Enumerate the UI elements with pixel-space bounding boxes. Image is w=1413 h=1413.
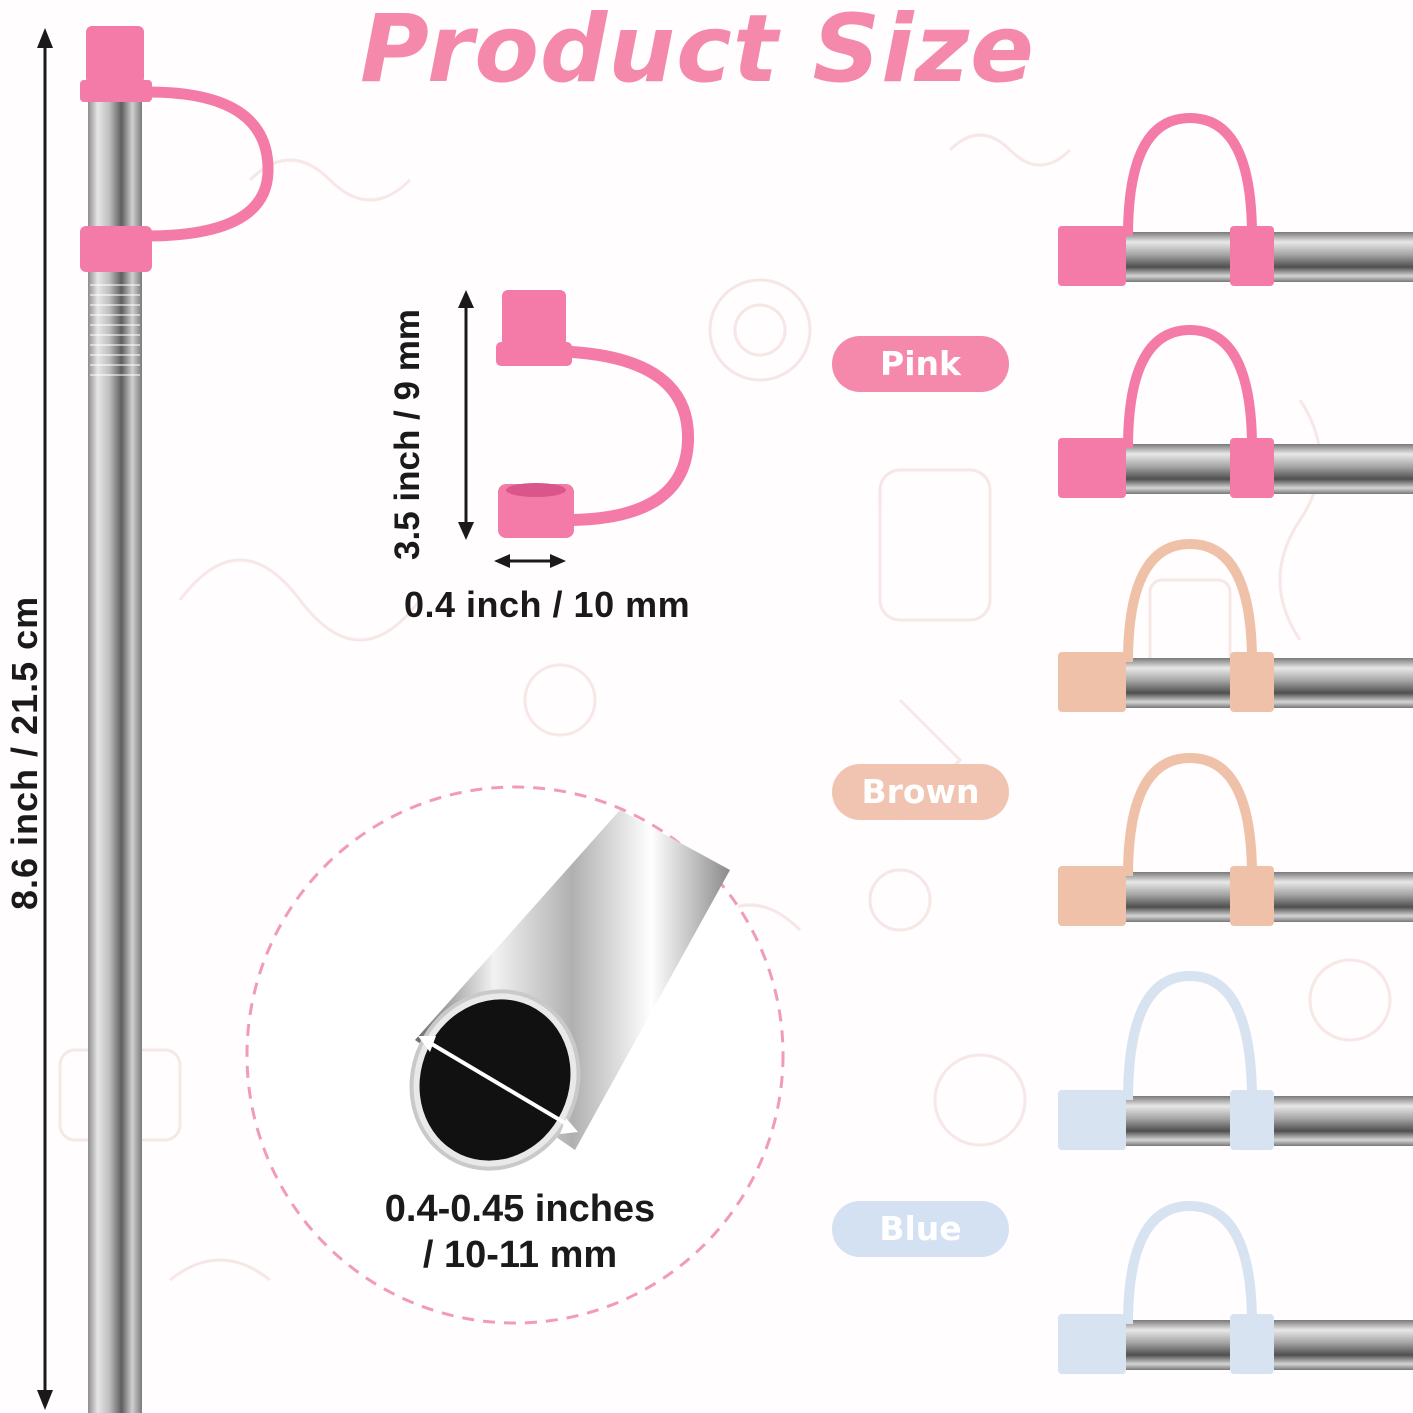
color-pill-pink: Pink <box>832 336 1009 392</box>
cap-height-arrow <box>458 290 474 540</box>
color-pill-blue: Blue <box>832 1201 1009 1257</box>
tube-closeup <box>409 810 730 1171</box>
sample-brown-2 <box>1058 752 1413 926</box>
diameter-label: 0.4-0.45 inches / 10-11 mm <box>330 1186 710 1278</box>
page-title: Product Size <box>360 0 1035 104</box>
sample-pink-2 <box>1058 324 1413 498</box>
straw-length-arrow <box>37 28 53 1410</box>
cap-detail-pink <box>496 290 695 538</box>
cap-height-label: 3.5 inch / 9 mm <box>388 309 427 560</box>
straw-length-label: 8.6 inch / 21.5 cm <box>4 595 45 910</box>
diameter-label-line2: / 10-11 mm <box>422 1234 618 1276</box>
sample-blue-2 <box>1058 1200 1413 1374</box>
straw-cap-pink <box>80 26 274 272</box>
color-pill-brown: Brown <box>832 764 1009 820</box>
sample-pink-1 <box>1058 112 1413 286</box>
diameter-label-line1: 0.4-0.45 inches <box>384 1188 656 1230</box>
straw-body <box>88 90 142 1413</box>
sample-brown-1 <box>1058 538 1413 712</box>
sample-blue-1 <box>1058 970 1413 1150</box>
cap-width-label: 0.4 inch / 10 mm <box>404 584 691 625</box>
cap-width-arrow <box>494 554 566 568</box>
